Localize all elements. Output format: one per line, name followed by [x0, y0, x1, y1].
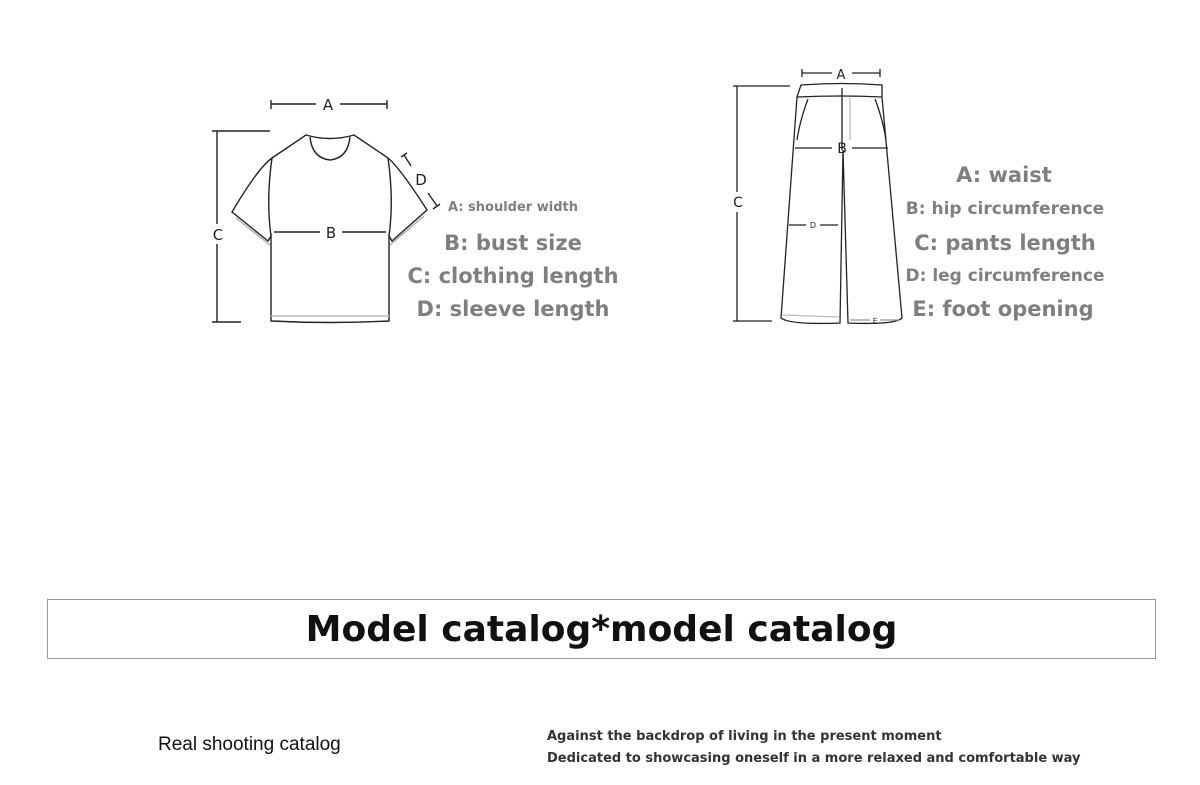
pants-legend-a: A: waist: [956, 163, 1052, 187]
pants-dim-c: C: [733, 195, 743, 211]
pants-legend-c: C: pants length: [914, 231, 1096, 255]
pants-dim-e: E: [873, 317, 877, 325]
size-diagrams: A B C D A B C D E: [212, 68, 903, 325]
pants-diagram: [733, 69, 903, 325]
tshirt-diagram: [212, 100, 441, 324]
tshirt-legend-b: B: bust size: [444, 231, 582, 255]
tshirt-dim-b: B: [326, 224, 336, 242]
real-shooting-label: Real shooting catalog: [158, 734, 341, 755]
tshirt-legend-a: A: shoulder width: [448, 200, 578, 215]
pants-legend-b: B: hip circumference: [905, 199, 1105, 219]
pants-legend-e: E: foot opening: [912, 297, 1094, 321]
description-line-1: Against the backdrop of living in the pr…: [547, 729, 942, 744]
description-line-2: Dedicated to showcasing oneself in a mor…: [547, 751, 1081, 766]
banner-title: Model catalog*model catalog: [305, 608, 898, 650]
pants-legend-d: D: leg circumference: [905, 266, 1105, 286]
pants-dim-d: D: [810, 221, 816, 230]
tshirt-legend-c: C: clothing length: [407, 264, 619, 288]
pants-dim-a: A: [837, 68, 846, 83]
tshirt-legend-d: D: sleeve length: [416, 297, 610, 321]
pants-dim-b: B: [837, 141, 847, 157]
tshirt-dim-c: C: [213, 226, 223, 244]
tshirt-dim-d: D: [415, 171, 427, 189]
tshirt-dim-a: A: [323, 96, 334, 114]
section-banner: Model catalog*model catalog: [47, 599, 1156, 659]
